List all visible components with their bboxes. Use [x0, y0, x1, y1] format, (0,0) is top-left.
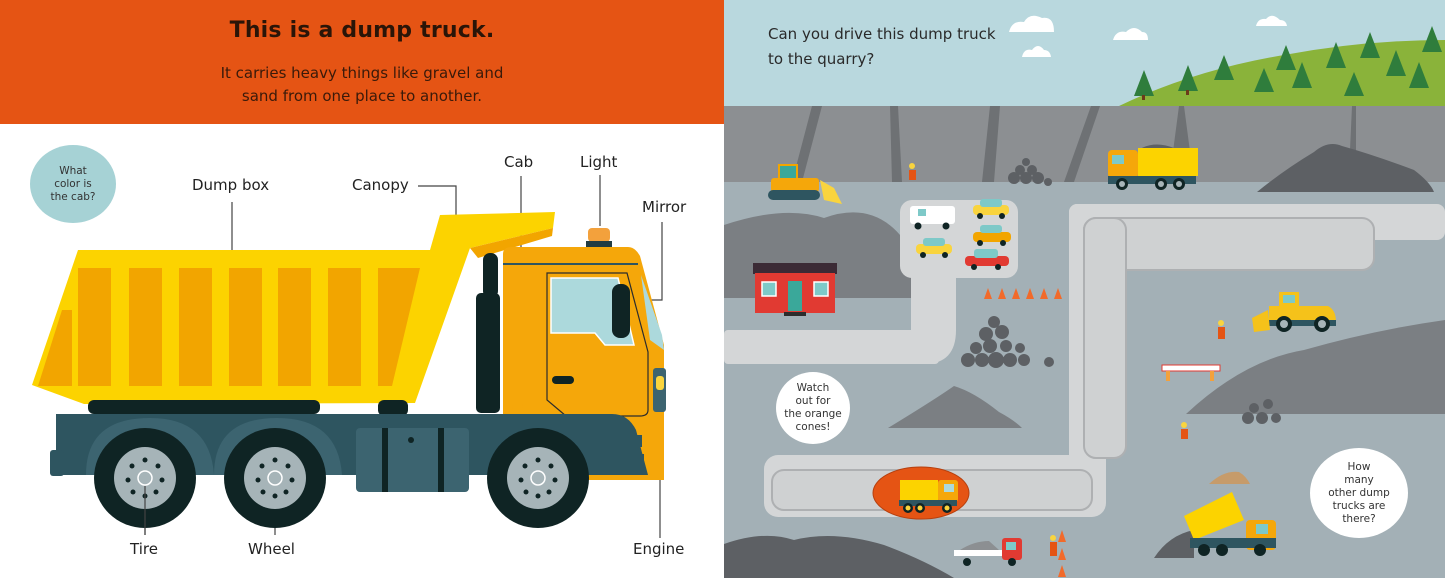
bubble-text: cones!	[795, 421, 831, 433]
bubble-text: How	[1347, 460, 1371, 473]
bubble-text: What	[59, 164, 87, 177]
bubble-text: color is	[54, 177, 92, 190]
bubble-text: the cab?	[50, 190, 96, 203]
dump-truck-illustration	[32, 175, 666, 538]
bubble-text: there?	[1342, 512, 1376, 525]
flatbed-truck	[954, 538, 1022, 566]
bubble-text: many	[1344, 473, 1374, 486]
traffic-cones	[984, 288, 1066, 577]
subtitle-line-1: It carries heavy things like gravel and	[220, 64, 504, 82]
bubble-text: trucks are	[1332, 499, 1386, 512]
bubble-watch-cones: Watch out for the orange cones!	[776, 372, 850, 444]
bubble-text: Watch	[796, 382, 830, 394]
quarry-prompt: Can you drive this dump truck to the qua…	[768, 22, 996, 72]
trees	[1134, 26, 1442, 100]
left-page: This is a dump truck. It carries heavy t…	[0, 0, 724, 558]
label-cab: Cab	[504, 153, 534, 171]
tipping-dump-truck	[1154, 492, 1276, 558]
quarry-dump-truck	[1108, 144, 1198, 190]
prompt-line-1: Can you drive this dump truck	[768, 25, 996, 43]
bubble-text: the orange	[784, 408, 842, 420]
question-bubble-cab-color: What color is the cab?	[30, 145, 116, 223]
page-subtitle: It carries heavy things like gravel and …	[0, 62, 724, 108]
label-mirror: Mirror	[642, 198, 687, 216]
slider-dump-truck[interactable]	[872, 466, 970, 520]
site-office-house	[753, 263, 837, 316]
page-title: This is a dump truck.	[229, 18, 495, 43]
label-wheel: Wheel	[248, 540, 295, 558]
rear-wheel-1	[94, 428, 196, 528]
label-engine: Engine	[633, 540, 685, 558]
clouds	[1009, 15, 1287, 57]
bubble-count-trucks: How many other dump trucks are there?	[1310, 448, 1408, 538]
wheel-loader	[1252, 292, 1336, 332]
bulldozer	[768, 164, 842, 204]
front-wheel	[487, 428, 589, 528]
parked-vehicles	[910, 199, 1011, 270]
subtitle-line-2: sand from one place to another.	[241, 87, 483, 105]
label-canopy: Canopy	[352, 176, 409, 194]
rear-wheel-2	[224, 428, 326, 528]
label-tire: Tire	[130, 540, 158, 558]
label-dump-box: Dump box	[192, 176, 270, 194]
bubble-text: out for	[795, 395, 831, 407]
label-light: Light	[580, 153, 618, 171]
workers	[909, 163, 1225, 556]
bubble-text: other dump	[1328, 486, 1390, 499]
header-banner: This is a dump truck. It carries heavy t…	[0, 0, 724, 124]
prompt-line-2: to the quarry?	[768, 50, 875, 68]
road-barrier	[1161, 364, 1221, 381]
